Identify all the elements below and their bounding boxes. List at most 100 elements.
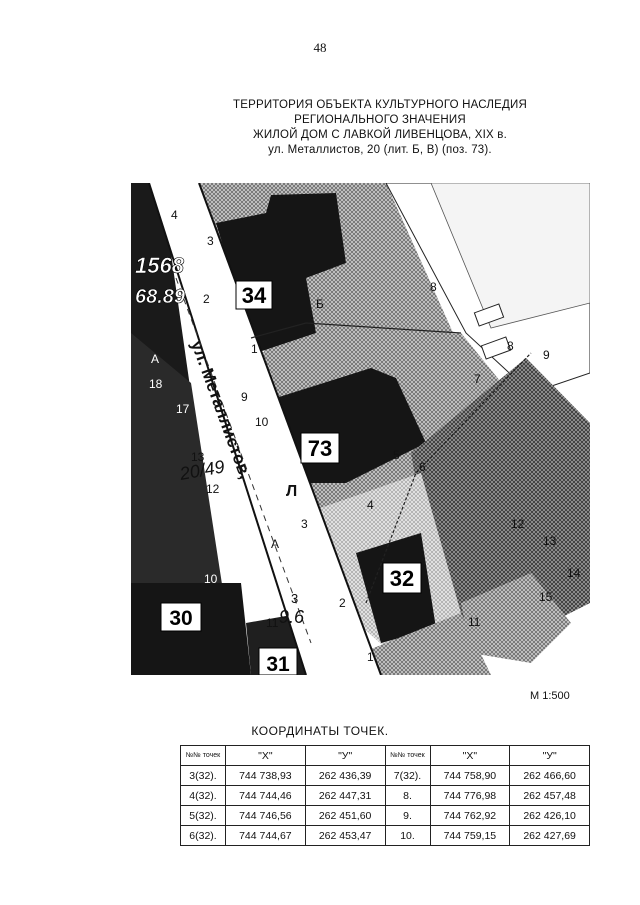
block-30-label: 30	[169, 607, 192, 630]
table-cell: 262 457,48	[509, 785, 590, 806]
col-header-points-2: №№ точек	[384, 745, 431, 766]
col-header-y-2: "У"	[509, 745, 590, 766]
small-shed-2	[480, 336, 512, 360]
table-cell: 8.	[384, 785, 431, 806]
plot-upper-right-inner	[430, 183, 590, 329]
col-header-x-2: "Х"	[429, 745, 511, 766]
table-cell: 744 746,56	[225, 805, 306, 826]
block-73-box	[300, 432, 340, 464]
page-number: 48	[313, 40, 327, 55]
point-label: 11	[266, 616, 279, 630]
scale-label: М 1:500	[530, 690, 570, 702]
map-cadastral-number: 1568	[135, 253, 185, 278]
table-cell: 262 426,10	[509, 805, 590, 826]
site-plan-svg: 1568 68.89 ул. Металлистов, 20/49 А А Б …	[131, 183, 590, 675]
block-30-box	[160, 602, 202, 632]
title-line-4: ул. Металлистов, 20 (лит. Б, В) (поз. 73…	[268, 144, 492, 156]
table-cell: 262 436,39	[304, 765, 386, 786]
col-header-x-1: "Х"	[225, 745, 306, 766]
table-cell: 9.	[384, 805, 431, 826]
point-label: 8	[430, 280, 437, 294]
small-shed-1	[473, 303, 505, 327]
table-cell: 744 744,67	[225, 825, 306, 846]
point-label: 1	[367, 650, 374, 664]
title-line-3: ЖИЛОЙ ДОМ С ЛАВКОЙ ЛИВЕНЦОВА, XIX в.	[253, 129, 507, 141]
point-label: 11	[223, 528, 236, 542]
table-cell: 5(32).	[180, 805, 226, 826]
point-label: 8	[507, 339, 514, 353]
point-label: 11	[468, 615, 481, 629]
block-73-label: 73	[308, 436, 332, 461]
point-label: 3	[207, 234, 214, 248]
street-centerline	[175, 277, 312, 644]
point-label: 12	[511, 517, 525, 531]
table-cell: 6(32).	[180, 825, 226, 846]
table-header-row: №№ точек "Х" "У" №№ точек "Х" "У"	[180, 745, 590, 766]
document-title: ТЕРРИТОРИЯ ОБЪЕКТА КУЛЬТУРНОГО НАСЛЕДИЯ …	[150, 98, 610, 158]
block-34-box	[235, 280, 273, 310]
table-cell: 744 738,93	[225, 765, 306, 786]
point-label: 5	[393, 448, 400, 462]
table-cell: 4(32).	[180, 785, 226, 806]
col-header-points-1: №№ точек	[180, 745, 226, 766]
point-label: 13	[191, 450, 205, 464]
table-cell: 744 744,46	[225, 785, 306, 806]
parcel-south	[361, 613, 491, 675]
table-cell: 262 466,60	[509, 765, 590, 786]
table-cell: 262 427,69	[509, 825, 590, 846]
point-label: 4	[171, 208, 178, 222]
table-cell: 10.	[384, 825, 431, 846]
point-label: 17	[176, 402, 190, 416]
block-34-label: 34	[242, 283, 267, 308]
boundary-north	[250, 322, 462, 339]
point-label: 3	[301, 517, 308, 531]
table-cell: 262 447,31	[304, 785, 386, 806]
block-31-box	[258, 647, 298, 675]
table-row: 4(32). 744 744,46 262 447,31 8. 744 776,…	[180, 785, 590, 806]
point-label: 4	[367, 498, 374, 512]
point-label: 9	[241, 390, 248, 404]
table-cell: 744 762,92	[429, 805, 511, 826]
letter-3-label: 3	[291, 591, 298, 606]
point-label: 7	[474, 372, 481, 386]
point-label: 14	[567, 566, 581, 580]
point-label: 10	[255, 415, 269, 429]
table-cell: 7(32).	[384, 765, 431, 786]
table-row: 6(32). 744 744,67 262 453,47 10. 744 759…	[180, 825, 590, 846]
table-cell: 744 758,90	[429, 765, 511, 786]
letter-a-label: А	[151, 352, 159, 366]
point-label: 13	[543, 534, 557, 548]
street-edge-right	[198, 183, 382, 675]
coordinates-table: №№ точек "Х" "У" №№ точек "Х" "У" 3(32).…	[180, 745, 590, 846]
street-metallistov	[149, 183, 381, 675]
table-row: 3(32). 744 738,93 262 436,39 7(32). 744 …	[180, 765, 590, 786]
title-line-2: РЕГИОНАЛЬНОГО ЗНАЧЕНИЯ	[294, 114, 466, 126]
building-34	[216, 193, 346, 353]
table-cell: 262 451,60	[304, 805, 386, 826]
letter-b-label: Б	[316, 297, 324, 311]
letter-l-label: Л	[286, 483, 297, 500]
col-header-y-1: "У"	[304, 745, 386, 766]
parcel-east-lower	[461, 573, 571, 663]
table-cell: 262 453,47	[304, 825, 386, 846]
table-row: 5(32). 744 746,56 262 451,60 9. 744 762,…	[180, 805, 590, 826]
letter-a-label-2: А	[271, 537, 279, 551]
point-label: 2	[339, 596, 346, 610]
block-31-label: 31	[266, 653, 290, 675]
bottom-digits-label: 9.6	[279, 607, 305, 627]
boundary-line	[365, 352, 532, 604]
point-label: 2	[203, 292, 210, 306]
point-label: 12	[206, 482, 220, 496]
block-32-box	[382, 562, 422, 594]
table-cell: 3(32).	[180, 765, 226, 786]
point-label: 10	[204, 572, 218, 586]
point-label: 6	[419, 460, 426, 474]
street-edge-left	[148, 183, 307, 675]
point-label: 18	[149, 377, 163, 391]
site-plan-map: 1568 68.89 ул. Металлистов, 20/49 А А Б …	[131, 183, 590, 675]
point-label: 1	[251, 342, 258, 356]
map-cadastral-number-2: 68.89	[135, 286, 186, 308]
coordinates-title: КООРДИНАТЫ ТОЧЕК.	[251, 724, 389, 738]
table-cell: 744 776,98	[429, 785, 511, 806]
point-label: 15	[539, 590, 553, 604]
